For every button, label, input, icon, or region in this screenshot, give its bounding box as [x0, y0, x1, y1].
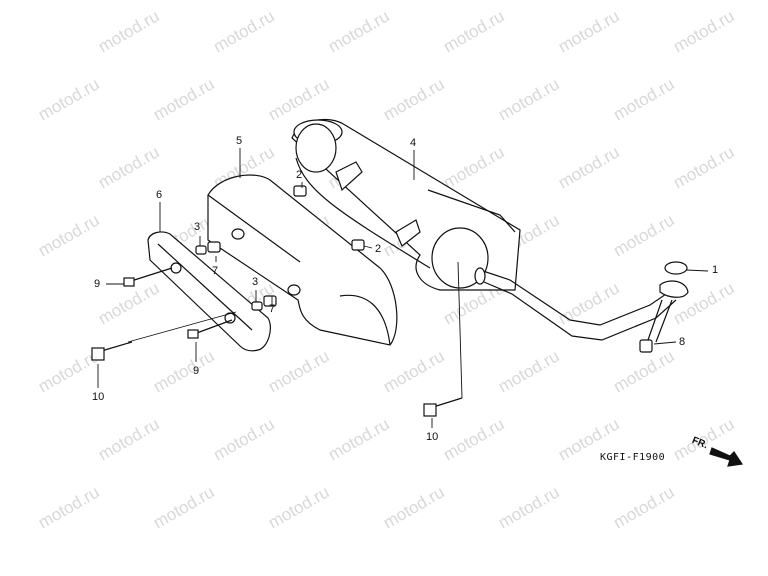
heat-protector	[207, 174, 398, 346]
callout-10-lower: 10	[426, 431, 439, 443]
callout-7-right: 7	[269, 303, 276, 315]
muffler-body	[291, 118, 521, 291]
callout-9-left: 9	[94, 278, 101, 290]
callout-7-left: 7	[212, 265, 219, 277]
callout-4: 4	[410, 137, 417, 149]
callout-3-left: 3	[194, 221, 201, 233]
callout-1: 1	[712, 264, 719, 276]
protector-stay	[147, 231, 271, 352]
callout-10-left: 10	[92, 391, 105, 403]
bolts	[91, 267, 463, 417]
diagram-code: KGFI-F1900	[600, 452, 666, 463]
callout-9-lower: 9	[193, 365, 200, 377]
callout-3-right: 3	[252, 276, 259, 288]
callout-6: 6	[156, 189, 163, 201]
callout-8: 8	[679, 336, 686, 348]
callout-2-upper: 2	[296, 169, 303, 181]
exhaust-pipe	[474, 267, 689, 343]
collars-and-nuts	[195, 185, 688, 353]
leader-lines	[97, 148, 709, 428]
callout-2-lower: 2	[375, 243, 382, 255]
callout-5: 5	[236, 135, 243, 147]
front-direction-arrow	[709, 447, 744, 467]
